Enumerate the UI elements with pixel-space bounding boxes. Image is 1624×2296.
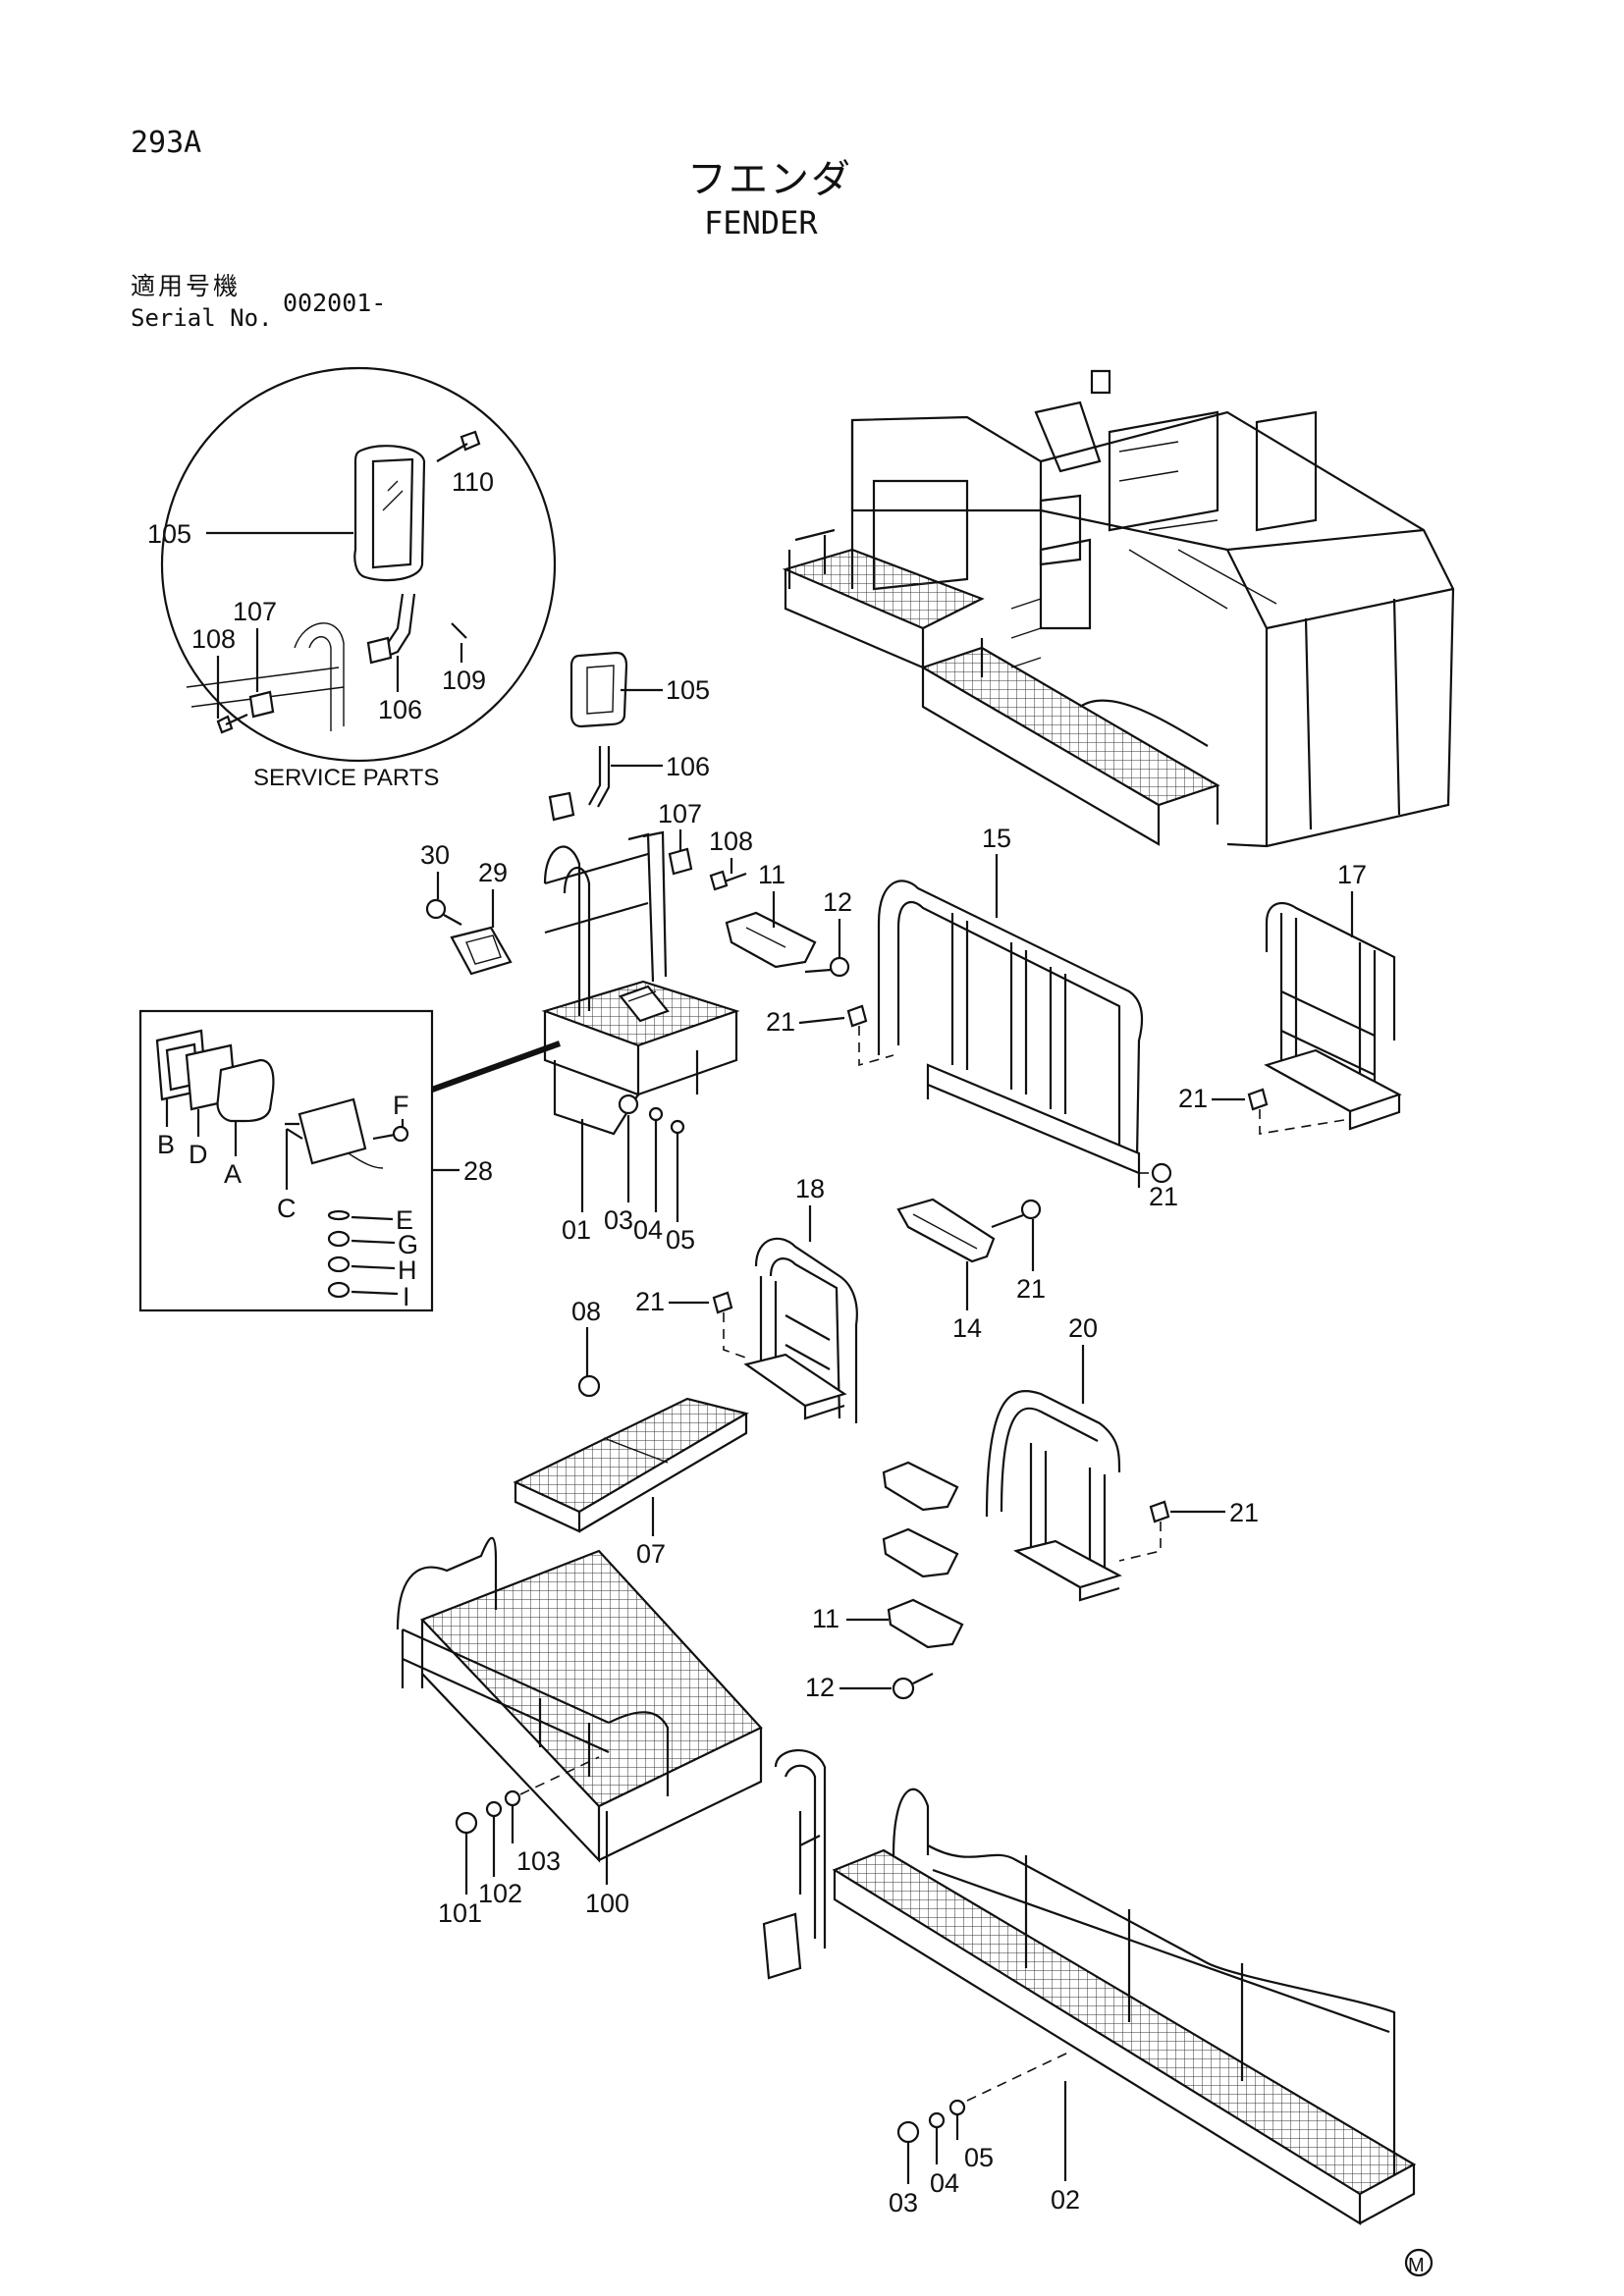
callout-20: 20 — [1068, 1313, 1098, 1343]
callout-21-f: 21 — [1229, 1498, 1259, 1527]
callout-04-upper: 04 — [633, 1215, 663, 1245]
callout-01: 01 — [562, 1215, 591, 1245]
callout-109-inset: 109 — [442, 666, 486, 695]
trademark-letter: M — [1408, 2255, 1425, 2276]
callout-17: 17 — [1337, 860, 1367, 889]
lamp-letter-D: D — [189, 1140, 208, 1169]
lamp-detail-box — [138, 1009, 562, 1312]
callout-108: 108 — [709, 827, 753, 856]
bolt-30 — [425, 898, 447, 920]
callout-106-inset: 106 — [378, 695, 422, 724]
callout-110-inset: 110 — [452, 467, 494, 497]
lamp-letter-C: C — [277, 1194, 297, 1223]
trademark-mark — [1404, 2248, 1434, 2277]
callout-04-lower: 04 — [930, 2168, 959, 2198]
serial-label-japanese: 適用号機 — [131, 272, 242, 300]
bolt-12-upper — [829, 956, 850, 978]
callout-105-inset: 105 — [147, 519, 191, 549]
callout-14: 14 — [952, 1313, 982, 1343]
lamp-platform-part-01 — [541, 830, 740, 1136]
serial-label-english: Serial No. — [131, 304, 273, 332]
callout-29: 29 — [478, 858, 508, 887]
machine-overview — [782, 369, 1455, 848]
lamp-letter-A: A — [224, 1159, 242, 1189]
callout-106: 106 — [666, 752, 710, 781]
serial-number-value: 002001- — [283, 289, 387, 317]
callout-28: 28 — [463, 1156, 493, 1186]
callout-21-c: 21 — [1178, 1084, 1208, 1113]
callout-03-upper: 03 — [604, 1205, 633, 1235]
callout-02: 02 — [1051, 2185, 1080, 2215]
mirror-assembly — [548, 651, 747, 891]
title-japanese: フエンダ — [687, 157, 852, 202]
callout-12-lower: 12 — [805, 1673, 835, 1702]
callout-108-inset: 108 — [191, 624, 236, 654]
callout-07: 07 — [636, 1539, 666, 1569]
lamp-letter-F: F — [393, 1091, 409, 1120]
walkway-part-02 — [762, 1749, 1417, 2225]
step-grating-part-07 — [513, 1397, 749, 1533]
ladder-guard-part-18 — [743, 1237, 858, 1423]
callout-03-lower: 03 — [889, 2188, 918, 2217]
callout-107-inset: 107 — [233, 597, 277, 626]
callout-05-upper: 05 — [666, 1225, 695, 1255]
callout-21-d: 21 — [1016, 1274, 1046, 1304]
bracket-11-lower — [887, 1598, 964, 1649]
lamp-letter-H: H — [398, 1255, 417, 1285]
callout-11-upper: 11 — [758, 860, 785, 889]
bolt-12-lower — [892, 1677, 915, 1700]
lamp-letter-G: G — [398, 1230, 418, 1259]
lamp-guard-29 — [450, 926, 513, 976]
callout-105: 105 — [666, 675, 710, 705]
callout-101: 101 — [438, 1898, 482, 1928]
callout-15: 15 — [982, 824, 1011, 853]
step-part-14 — [896, 1198, 996, 1263]
callout-05-lower: 05 — [964, 2143, 994, 2172]
callout-08: 08 — [571, 1297, 601, 1326]
service-parts-caption: SERVICE PARTS — [253, 765, 439, 791]
callout-21-e: 21 — [635, 1287, 665, 1316]
callout-21-b: 21 — [1149, 1182, 1178, 1211]
callout-21-a: 21 — [766, 1007, 795, 1037]
title-english: FENDER — [704, 204, 818, 241]
handrail-part-20 — [985, 1390, 1122, 1602]
lamp-letter-E: E — [396, 1205, 413, 1235]
bolt-08 — [577, 1374, 601, 1398]
callout-100: 100 — [585, 1889, 629, 1918]
page-code: 293A — [131, 126, 202, 160]
handrail-part-15 — [877, 880, 1144, 1188]
callout-102: 102 — [478, 1879, 522, 1908]
lamp-letter-B: B — [157, 1130, 175, 1159]
walkway-part-100 — [396, 1536, 763, 1863]
callout-103: 103 — [516, 1846, 561, 1876]
lamp-letter-I: I — [403, 1282, 410, 1311]
service-parts-inset — [160, 366, 557, 763]
callout-30: 30 — [420, 840, 450, 870]
callout-11-lower: 11 — [812, 1604, 839, 1633]
callout-12-upper: 12 — [823, 887, 852, 917]
handrail-part-17 — [1264, 901, 1402, 1131]
callout-18: 18 — [795, 1174, 825, 1203]
callout-107: 107 — [658, 799, 702, 828]
